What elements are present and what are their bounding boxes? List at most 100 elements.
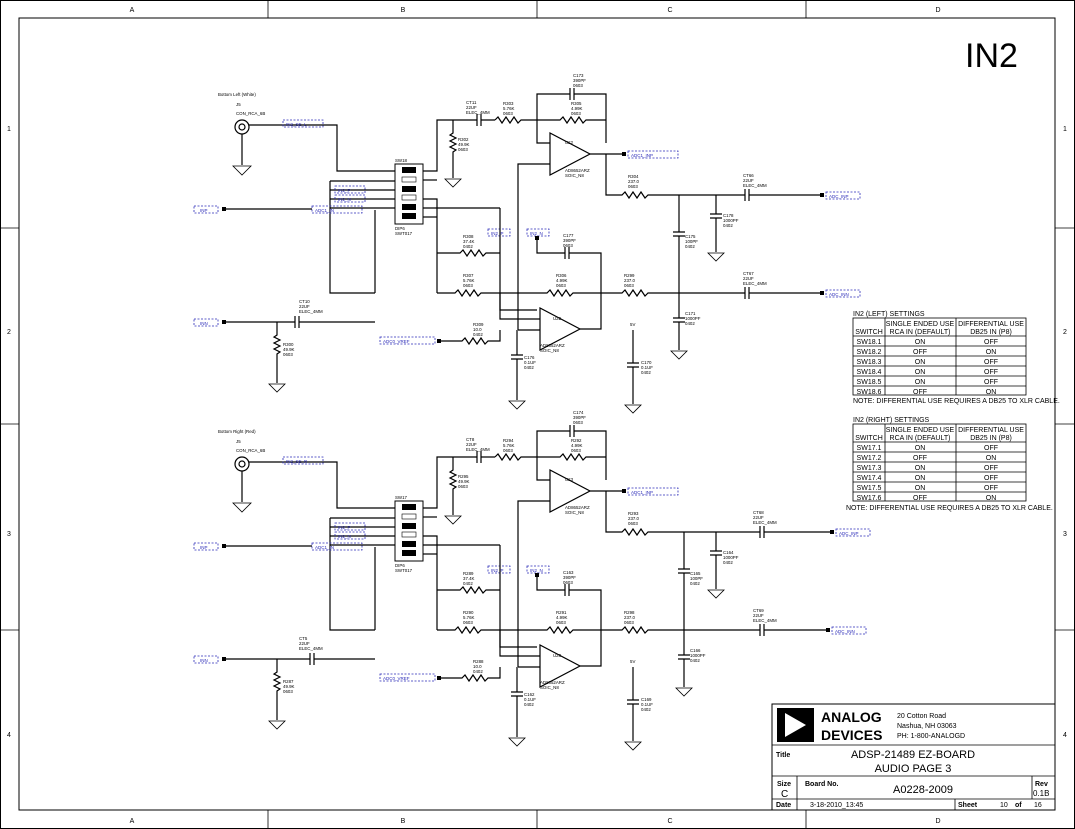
ground-icon: [444, 178, 462, 188]
right-rgain1: R294: [503, 438, 514, 443]
left-rfb2-pkg: 0603: [556, 283, 566, 288]
right-tp-p-flag: [487, 565, 511, 574]
right-cmid-val: 390PF: [563, 575, 576, 580]
left-cmid: C177: [563, 233, 574, 238]
right-rout2-val: 237.0: [624, 615, 636, 620]
table-cell-switch: SW18.4: [857, 369, 882, 376]
right-vref-port: [437, 676, 441, 680]
zone-row-4-left: 4: [7, 732, 11, 739]
right-rbias1: R295: [458, 474, 469, 479]
right-opamp-net-flag: [627, 487, 679, 496]
left-coutb-val: 22UF: [743, 276, 754, 281]
left-table-note: NOTE: DIFFERENTIAL USE REQUIRES A DB25 T…: [853, 398, 1060, 405]
left-cfb1-pkg: 0603: [573, 83, 583, 88]
right-rgain2-pkg: 0603: [463, 620, 473, 625]
right-rout1: R293: [628, 511, 639, 516]
right-rout1-pkg: 0603: [628, 521, 638, 526]
right-table-note: NOTE: DIFFERENTIAL USE REQUIRES A DB25 T…: [846, 505, 1053, 512]
left-vref-net: ADC0_VREF: [383, 339, 410, 344]
left-cshunt2: C175: [685, 234, 696, 239]
left-th-diff2: DB25 IN (P8): [970, 329, 1012, 336]
right-rgain2: R290: [463, 610, 474, 615]
of-label: of: [1015, 802, 1022, 809]
left-cfb1: C173: [573, 73, 584, 78]
right-tp-n-port: [535, 573, 539, 577]
right-c5v: C169: [641, 697, 652, 702]
right-opamp-pkg-a: SOIC_N8: [565, 510, 584, 515]
right-th-se2: RCA IN (DEFAULT): [890, 435, 951, 442]
left-tp-n: IN2_N: [530, 231, 543, 236]
ground-icon: [624, 741, 642, 751]
ground-icon: [675, 687, 693, 697]
left-vref-flag: [379, 336, 436, 345]
table-cell-differential: OFF: [984, 379, 998, 386]
left-tp-p-flag: [487, 228, 511, 237]
left-rout1-val: 237.0: [628, 179, 640, 184]
left-rgain2-val: 5.76K: [463, 278, 475, 283]
left-5v-label: 5V: [630, 322, 635, 327]
left-side-net-3: ADC1_IN: [315, 208, 334, 213]
right-opamp-net-port: [622, 489, 626, 493]
right-cfb1: C174: [573, 410, 584, 415]
table-cell-single-ended: ON: [915, 359, 926, 366]
table-cell-differential: OFF: [984, 475, 998, 482]
right-cin-n-pkg: ELEC_4MM: [299, 646, 323, 651]
left-rmid: R308: [463, 234, 474, 239]
sheet-total: 16: [1034, 802, 1042, 809]
left-switch-part2: SWT017: [395, 231, 413, 236]
right-rinn-pkg: 0402: [473, 669, 483, 674]
left-rgain1-val: 5.76K: [503, 106, 515, 111]
right-th-diff2: DB25 IN (P8): [970, 435, 1012, 442]
table-cell-differential: ON: [986, 455, 997, 462]
right-coutb-val: 22UF: [753, 613, 764, 618]
ground-icon: [508, 737, 526, 747]
table-cell-single-ended: OFF: [913, 455, 927, 462]
left-inp-flag: [193, 205, 219, 214]
right-cfb1-val: 390PF: [573, 415, 586, 420]
company-line1: ANALOG: [821, 709, 882, 725]
right-c5v-val: 0.1UF: [641, 702, 653, 707]
left-c5v-val: 0.1UF: [641, 365, 653, 370]
date-value: 3-18-2010_13:45: [810, 802, 863, 809]
right-outn-flag: [831, 626, 867, 635]
right-rgain2-val: 5.76K: [463, 615, 475, 620]
left-cbyp-pkg: 0402: [524, 365, 534, 370]
right-couta: CT68: [753, 510, 764, 515]
left-opamp-b: [539, 307, 582, 351]
left-th-se1: SINGLE ENDED USE: [886, 321, 955, 328]
right-dip-switch[interactable]: [394, 500, 424, 562]
left-rout2: R299: [624, 273, 635, 278]
left-rout1: R304: [628, 174, 639, 179]
right-inn-net: INN: [200, 658, 208, 663]
right-cshunt1-pkg: 0402: [524, 702, 534, 707]
table-cell-switch: SW17.5: [857, 485, 882, 492]
phone-line: PH: 1-800-ANALOGD: [897, 733, 965, 740]
left-out-cap-n: [740, 287, 820, 299]
left-opamp-part-b: AD8652ARZ: [540, 343, 565, 348]
left-cin: CT11: [466, 100, 477, 105]
left-cmid-pkg: 0603: [563, 243, 573, 248]
left-out-cap-p: [740, 189, 820, 201]
left-cbyp: C176: [524, 355, 535, 360]
right-rinn-val: 10.0: [473, 664, 482, 669]
left-rout2-pkg: 0603: [624, 283, 634, 288]
left-rbias1-pkg: 0603: [458, 147, 468, 152]
table-cell-switch: SW17.1: [857, 445, 882, 452]
right-tp-n: IN2_N: [530, 568, 543, 573]
right-jack-net: IN2_SE_R: [286, 459, 308, 464]
right-rbias2-pkg: 0603: [283, 689, 293, 694]
left-th-switch: SWITCH: [855, 329, 883, 336]
right-cshunt1-val: 0.1UF: [524, 697, 536, 702]
left-rfb1: R305: [571, 101, 582, 106]
left-rfb1-pkg: 0603: [571, 111, 581, 116]
table-cell-single-ended: ON: [915, 369, 926, 376]
right-rfb2-val: 4.99K: [556, 615, 568, 620]
left-rbias2: R300: [283, 342, 294, 347]
left-rfb2: R306: [556, 273, 567, 278]
title-label: Title: [776, 752, 790, 759]
right-vref-flag: [379, 673, 436, 682]
left-settings-table: IN2 (LEFT) SETTINGS SINGLE ENDED USE RCA…: [852, 311, 1060, 405]
